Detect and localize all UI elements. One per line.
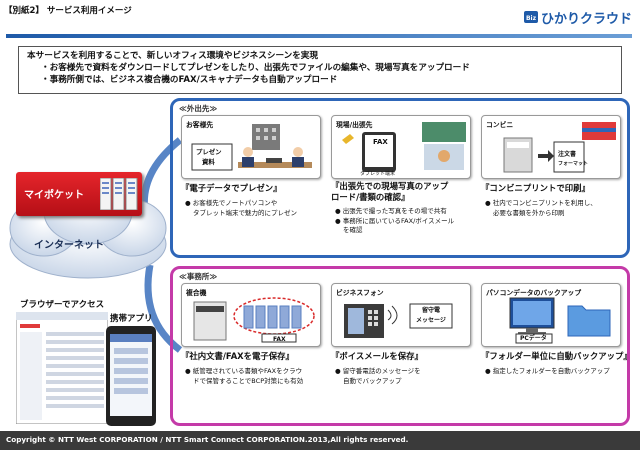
header-divider <box>6 34 632 38</box>
card-field-trip: 現場/出張先 FAX タブレット端末 <box>331 115 471 179</box>
order-form-doc: 注文書 フォーマット <box>558 151 589 167</box>
card-pc-backup: パソコンデータのバックアップ PCデータ <box>481 283 621 347</box>
my-pocket-label: マイポケット <box>24 190 84 201</box>
card-label: 複合機 <box>186 289 207 297</box>
browser-access-label: ブラウザーでアクセス <box>20 300 105 310</box>
card-description: ● 留守番電話のメッセージを 自動でバックアップ <box>335 367 421 385</box>
card-title: 『社内文書/FAXを電子保存』 <box>181 351 294 361</box>
card-description: ● お客様先でノートパソコンや タブレット端末で魅力的にプレゼン <box>185 199 297 217</box>
card-business-phone: ビジネスフォン 留守電 メッセージ <box>331 283 471 347</box>
phone-illustration <box>344 303 453 338</box>
my-pocket-box: マイポケット <box>16 172 142 216</box>
svg-text:Biz: Biz <box>526 15 537 22</box>
card-description: ● 紙管理されている書類やFAXをクラウ ドで保管することでBCP対策にも有効 <box>185 367 304 385</box>
intro-line: ・事務所側では、ビジネス複合機のFAX/スキャナデータも自動アップロード <box>41 75 338 85</box>
card-label: お客様先 <box>186 121 214 129</box>
presentation-sign: プレゼン 資料 <box>196 148 222 166</box>
tablet-illustration <box>342 122 466 172</box>
tablet-label: タブレット端末 <box>360 171 396 177</box>
voice-message-box: 留守電 メッセージ <box>416 307 446 324</box>
browser-screenshot <box>16 312 108 424</box>
outside-section-title: ≪外出先≫ <box>179 104 218 113</box>
card-title: 『電子データでプレゼン』 <box>181 183 282 193</box>
card-description: ● 指定したフォルダーを自動バックアップ <box>485 367 610 375</box>
card-description: ● 出張先で撮った写真をその場で共有 ● 事務所に届いているFAX/ボイスメール… <box>335 207 455 234</box>
card-label: コンビニ <box>486 121 514 129</box>
printer-illustration <box>193 297 315 343</box>
card-label: 現場/出張先 <box>336 121 373 129</box>
page-label: 【別紙2】 サービス利用イメージ <box>4 6 132 16</box>
office-section-title: ≪事務所≫ <box>179 272 218 281</box>
store-illustration <box>503 122 616 173</box>
office-section: ≪事務所≫ 複合機 FAX 『社内文書/FAXを電子保存』 ● 紙管理されている… <box>170 266 632 426</box>
fax-label: FAX <box>273 336 286 343</box>
pc-data-label: PCデータ <box>520 335 547 342</box>
card-title: 『出張先での現場写真のアップ ロード/書類の確認』 <box>331 181 449 202</box>
card-convenience-store: コンビニ 注文書 フォーマット <box>481 115 621 179</box>
smartphone-screenshot <box>106 326 156 426</box>
copyright-text: Copyright © NTT West CORPORATION / NTT S… <box>6 435 409 444</box>
card-customer-site: お客様先 プレゼン 資料 <box>181 115 321 179</box>
card-title: 『ボイスメールを保存』 <box>331 351 423 361</box>
pc-folder-illustration <box>509 297 611 344</box>
card-description: ● 社内でコンビニプリントを利用し、 必要な書類を外から印刷 <box>485 199 597 217</box>
footer: Copyright © NTT West CORPORATION / NTT S… <box>0 431 640 450</box>
card-title: 『コンビニプリントで印刷』 <box>481 183 590 193</box>
mobile-app-label: 携帯アプリ <box>110 314 153 324</box>
card-title: 『フォルダー単位に自動バックアップ』 <box>481 351 632 361</box>
card-label: パソコンデータのバックアップ <box>486 289 582 297</box>
server-icon <box>100 178 138 210</box>
hikari-cloud-logo: Biz ひかりクラウド <box>524 11 632 27</box>
intro-box: 本サービスを利用することで、新しいオフィス環境やビジネスシーンを実現 ・お客様先… <box>18 46 622 94</box>
internet-label: インターネット <box>34 240 104 251</box>
svg-text:ひかりクラウド: ひかりクラウド <box>541 12 632 27</box>
outside-section: ≪外出先≫ お客様先 プレゼン 資料 『電子データでプレゼン』 ● お客様先でノ… <box>170 98 630 258</box>
card-multifunction-printer: 複合機 FAX <box>181 283 321 347</box>
fax-doc-label: FAX <box>373 138 388 146</box>
intro-line: 本サービスを利用することで、新しいオフィス環境やビジネスシーンを実現 <box>27 51 318 61</box>
intro-line: ・お客様先で資料をダウンロードしてプレゼンをしたり、出張先でファイルの編集や、現… <box>41 63 470 73</box>
card-label: ビジネスフォン <box>336 289 384 297</box>
presentation-illustration <box>191 124 312 171</box>
